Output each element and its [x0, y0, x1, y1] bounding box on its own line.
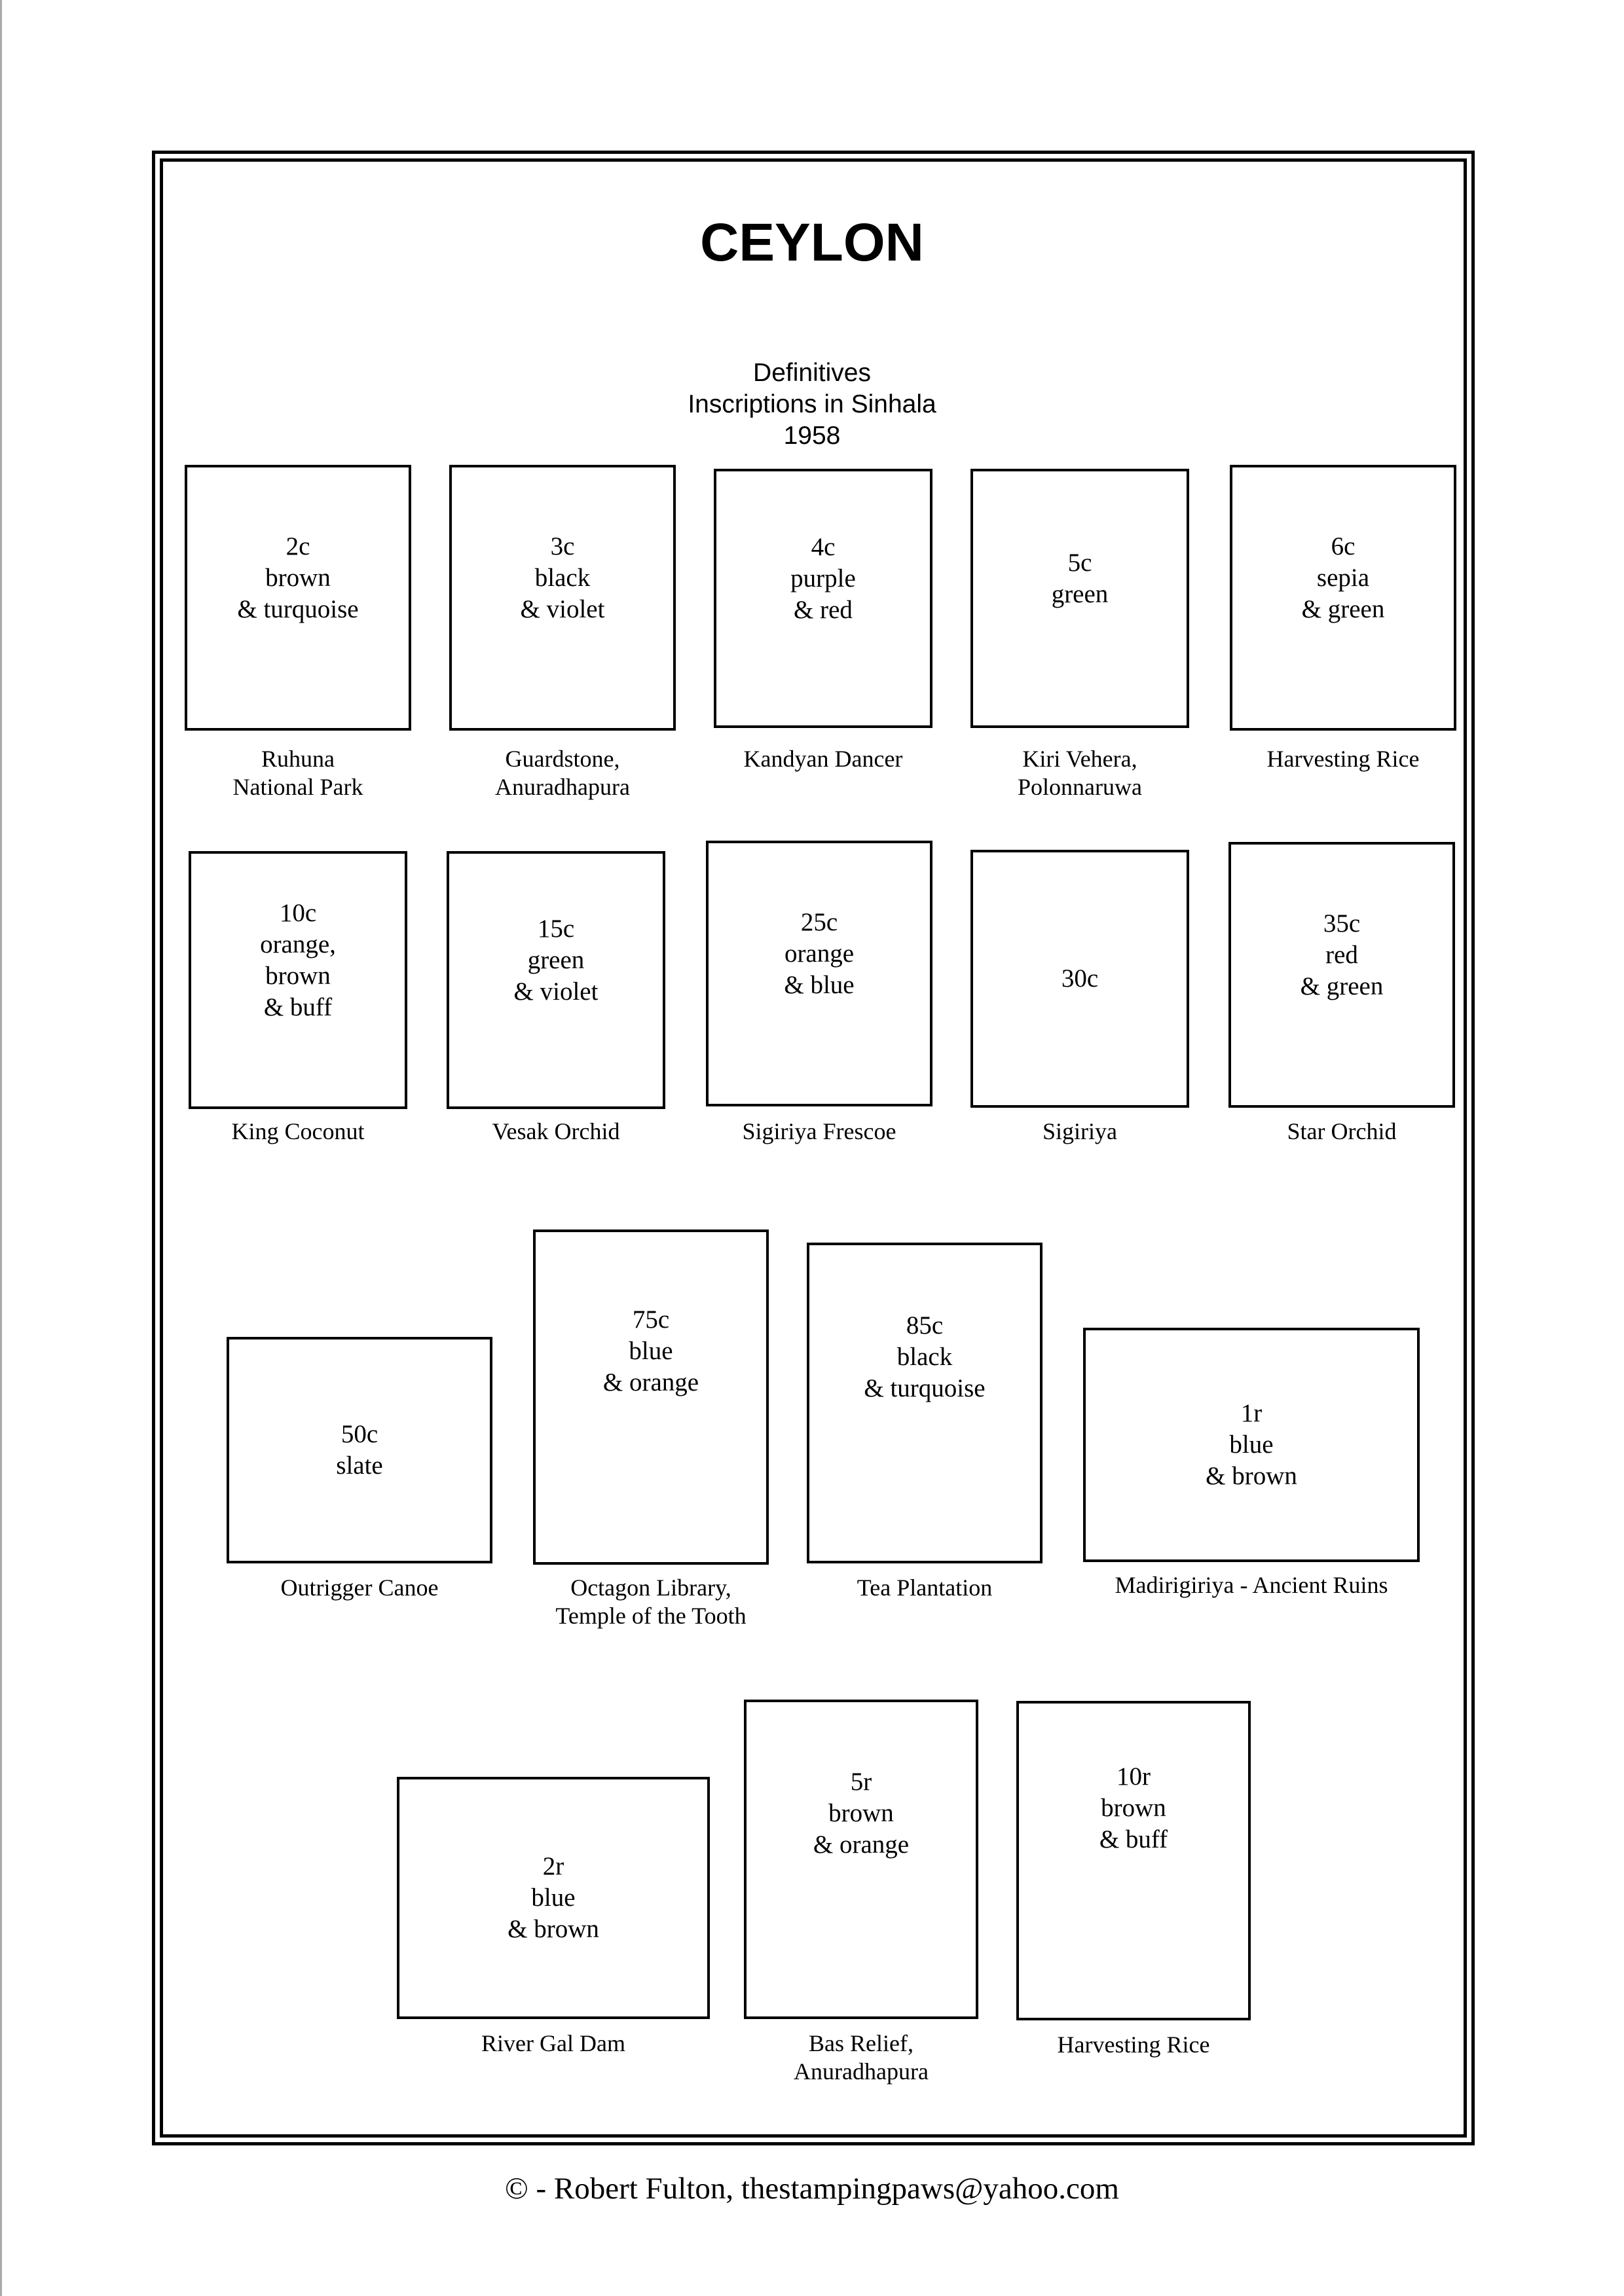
stamp-value: 3c black & violet — [520, 532, 605, 623]
stamp-value: 75c blue & orange — [602, 1305, 699, 1396]
stamp-value: 25c orange & blue — [784, 908, 855, 999]
page-border-inner — [160, 158, 1467, 2138]
stamp-box: 15c green & violet — [447, 851, 665, 1109]
stamp-value: 6c sepia & green — [1301, 532, 1385, 623]
stamp-value: 10r brown & buff — [1099, 1762, 1168, 1853]
stamp-caption: Star Orchid — [1287, 1118, 1397, 1144]
stamp-box: 3c black & violet — [449, 465, 676, 731]
stamp-value: 1r blue & brown — [1206, 1399, 1297, 1490]
stamp-box: 2r blue & brown — [397, 1777, 710, 2019]
stamp-caption: Kandyan Dancer — [743, 746, 903, 772]
stamp-caption: Harvesting Rice — [1266, 746, 1420, 772]
stamp-caption: Vesak Orchid — [492, 1118, 620, 1144]
stamp-box: 6c sepia & green — [1230, 465, 1456, 731]
stamp-caption: Sigiriya — [1043, 1118, 1117, 1144]
stamp-box: 35c red & green — [1228, 842, 1455, 1108]
stamp-caption: Sigiriya Frescoe — [742, 1118, 896, 1144]
page-title: CEYLON — [700, 213, 924, 272]
stamp-value: 2r blue & brown — [507, 1852, 599, 1943]
stamp-value: 2c brown & turquoise — [237, 532, 359, 623]
stamp-value: 15c green & violet — [513, 915, 599, 1006]
stamp-box: 4c purple & red — [714, 469, 932, 728]
subtitle-line: Definitives — [753, 359, 871, 387]
page-edge — [0, 0, 2, 2296]
stamp-value: 35c red & green — [1300, 909, 1384, 1000]
stamp-box: 5r brown & orange — [744, 1700, 978, 2019]
stamp-caption: Bas Relief, Anuradhapura — [794, 2030, 929, 2085]
stamp-caption: River Gal Dam — [481, 2030, 625, 2056]
stamp-caption: Harvesting Rice — [1057, 2032, 1210, 2058]
stamp-caption: Kiri Vehera, Polonnaruwa — [1018, 746, 1142, 800]
subtitle-line: Inscriptions in Sinhala — [688, 390, 936, 418]
stamp-caption: Octagon Library, Temple of the Tooth — [555, 1575, 747, 1629]
stamp-caption: King Coconut — [231, 1118, 365, 1144]
stamp-value: 50c slate — [336, 1420, 383, 1480]
stamp-value: 5r brown & orange — [813, 1768, 910, 1859]
stamp-value: 10c orange, brown & buff — [260, 899, 336, 1021]
stamp-caption: Guardstone, Anuradhapura — [495, 746, 630, 800]
stamp-value: 85c black & turquoise — [864, 1311, 986, 1402]
stamp-box: 75c blue & orange — [533, 1230, 769, 1565]
stamp-caption: Madirigiriya - Ancient Ruins — [1115, 1572, 1388, 1598]
copyright-notice: © - Robert Fulton, thestampingpaws@yahoo… — [505, 2172, 1119, 2206]
stamp-box: 2c brown & turquoise — [185, 465, 411, 731]
stamp-value: 5c green — [1051, 549, 1109, 608]
subtitle-line: 1958 — [783, 422, 841, 450]
stamp-box: 85c black & turquoise — [807, 1243, 1043, 1563]
stamp-box: 25c orange & blue — [706, 841, 932, 1106]
stamp-box: 10c orange, brown & buff — [189, 851, 407, 1109]
stamp-box: 30c — [970, 850, 1189, 1108]
stamp-value: 4c purple & red — [790, 533, 856, 624]
stamp-value: 30c — [1061, 964, 1099, 993]
page-border-outer — [152, 151, 1475, 2145]
stamp-caption: Outrigger Canoe — [280, 1575, 439, 1601]
stamp-box: 1r blue & brown — [1083, 1328, 1420, 1562]
stamp-box: 5c green — [970, 469, 1189, 728]
page-subtitle: Definitives Inscriptions in Sinhala 1958 — [0, 357, 1624, 452]
stamp-caption: Tea Plantation — [857, 1575, 993, 1601]
stamp-box: 50c slate — [227, 1337, 492, 1563]
stamp-caption: Ruhuna National Park — [232, 746, 363, 800]
stamp-box: 10r brown & buff — [1016, 1701, 1251, 2020]
